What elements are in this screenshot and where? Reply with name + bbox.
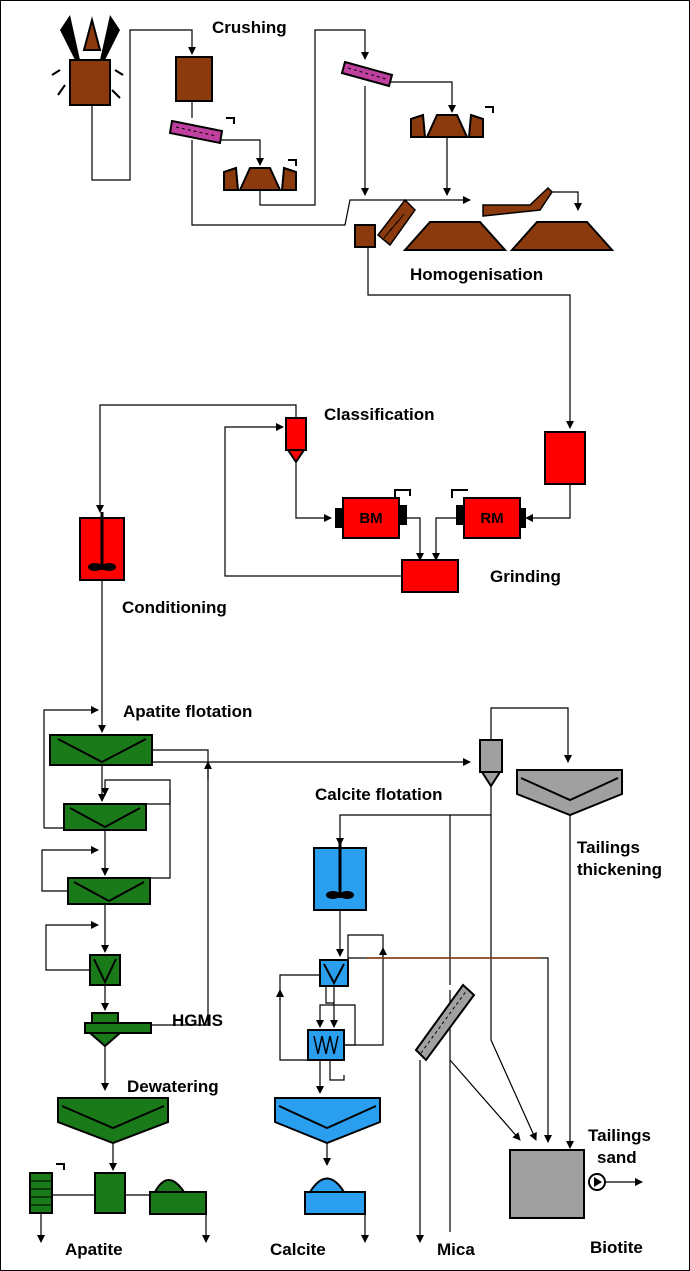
label-grinding: Grinding [490, 567, 561, 586]
calcite-cleaner-cell [307, 1029, 345, 1061]
stockpile-1 [402, 221, 508, 251]
calcite-flotation-cell [319, 959, 349, 987]
label-hgms: HGMS [172, 1011, 223, 1030]
tailings-sand-bin [509, 1149, 585, 1219]
apatite-bin [94, 1172, 126, 1214]
flotation-cell-cleaner-2 [67, 877, 151, 905]
calcite-conditioning-tank [313, 842, 367, 911]
classification-cyclone [285, 417, 307, 464]
cone-crusher-1 [223, 159, 297, 191]
label-mica: Mica [437, 1240, 475, 1259]
label-tailings-sand-2: sand [597, 1148, 637, 1167]
stacker [482, 186, 553, 217]
jaw-crusher [51, 15, 124, 106]
calcite-thickener [274, 1097, 381, 1145]
biotite-pump [588, 1173, 606, 1191]
label-calcite: Calcite [270, 1240, 326, 1259]
label-dewatering: Dewatering [127, 1077, 219, 1096]
flotation-cell-cleaner-1 [63, 803, 147, 831]
label-calcite-flotation: Calcite flotation [315, 785, 443, 804]
rod-mill: RM [451, 489, 526, 539]
label-apatite-flotation: Apatite flotation [123, 702, 253, 721]
apatite-dryer [149, 1179, 207, 1215]
ball-mill-label: BM [359, 510, 382, 527]
label-tailings-thickening-2: thickening [577, 860, 663, 879]
label-homogenisation: Homogenisation [410, 265, 544, 284]
cone-crusher-2 [410, 106, 494, 138]
label-biotite: Biotite [590, 1238, 643, 1257]
mica-screen [414, 983, 476, 1062]
stockpile-feeder [354, 198, 416, 248]
crushing-flow-lines [91, 29, 582, 226]
crushing-bin [175, 56, 213, 102]
label-apatite: Apatite [65, 1240, 123, 1259]
ball-mill: BM [335, 489, 411, 539]
label-classification: Classification [324, 405, 435, 424]
label-tailings-thickening-1: Tailings [577, 838, 640, 857]
screen-2 [340, 60, 394, 88]
hgms-separator [84, 1012, 152, 1048]
stockpile-2 [509, 221, 615, 251]
calcite-dryer [304, 1177, 366, 1215]
label-tailings-sand-1: Tailings [588, 1126, 651, 1145]
flotation-cell-cleaner-3 [89, 954, 121, 986]
screen-1 [168, 119, 224, 145]
rod-mill-label: RM [480, 510, 503, 527]
apatite-filter [29, 1163, 65, 1214]
conditioning-tank [79, 512, 125, 581]
dewatering-thickener [57, 1097, 169, 1145]
grinding-feed-bin [544, 431, 586, 485]
tailings-cyclone [479, 739, 503, 788]
label-crushing: Crushing [212, 18, 287, 37]
flotation-cell-rougher [49, 734, 153, 766]
sump [401, 559, 459, 593]
tailings-thickener [516, 769, 623, 817]
label-conditioning: Conditioning [122, 598, 227, 617]
